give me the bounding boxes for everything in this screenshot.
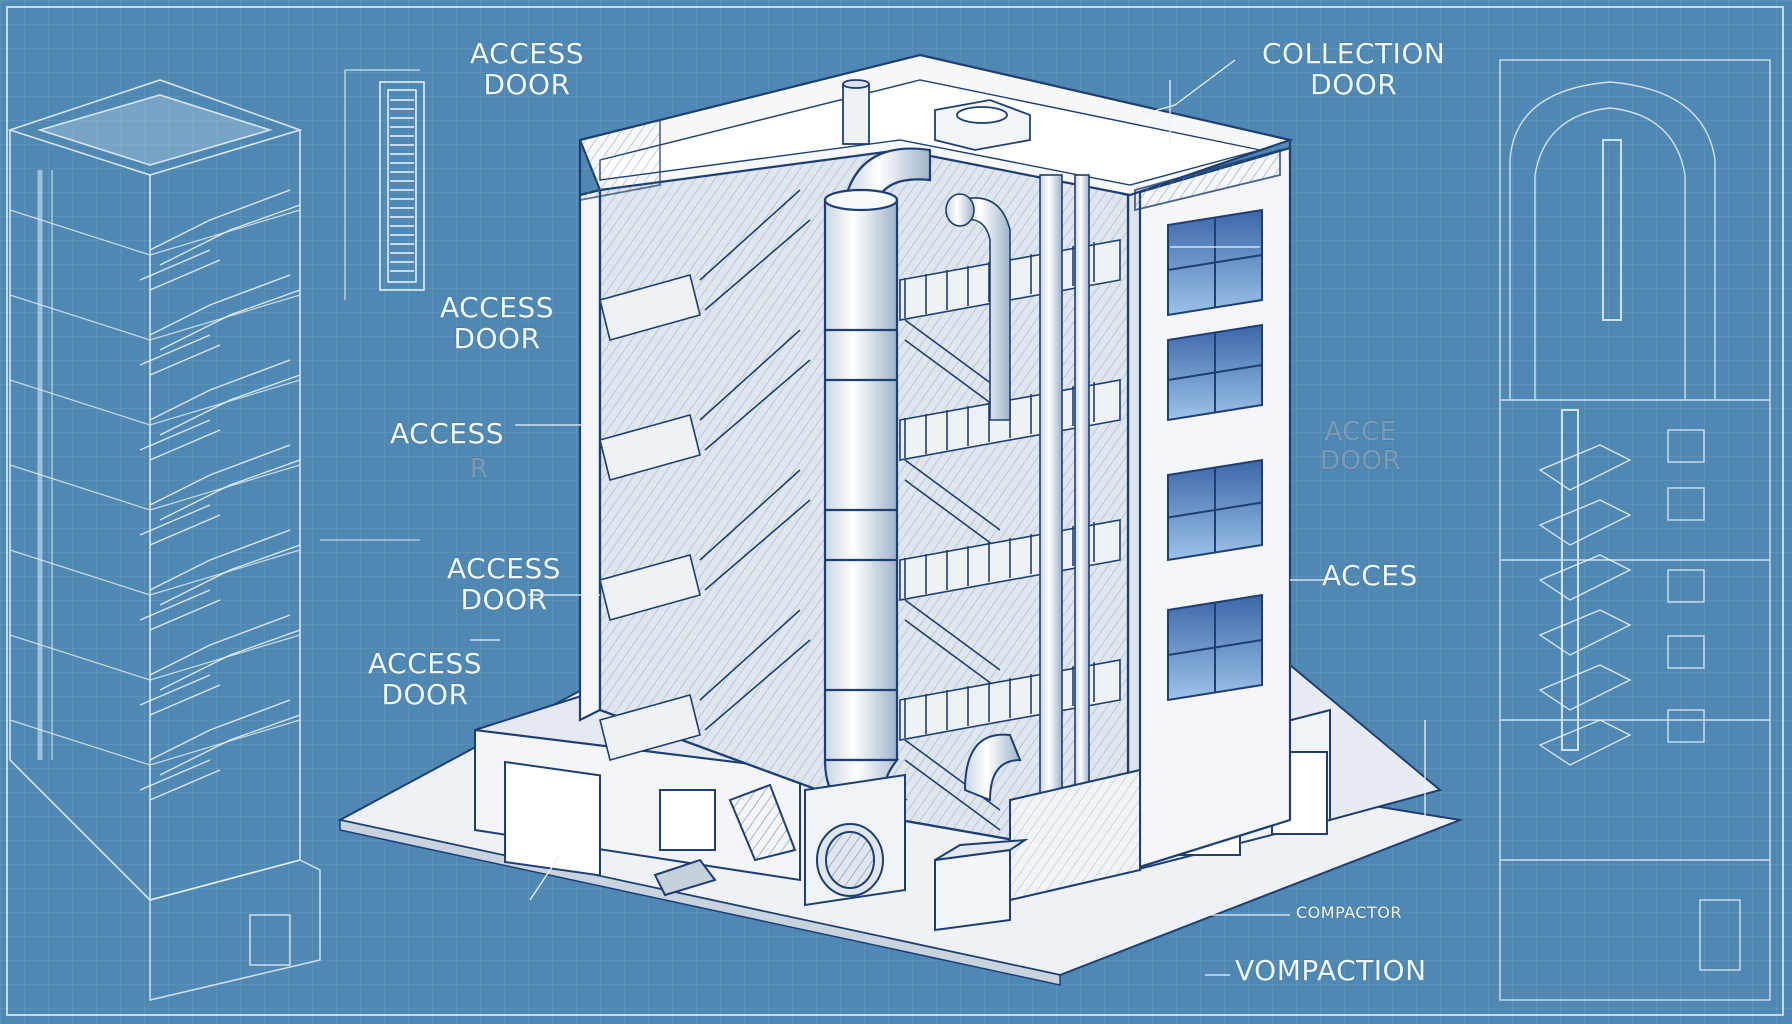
left-floor-line	[9, 379, 301, 426]
left-floor-line	[9, 549, 301, 596]
label-access-door-4: ACCESS DOOR	[447, 552, 562, 617]
compactor-unit	[653, 733, 1141, 932]
right-elevation-stairs	[1538, 444, 1632, 766]
left-stair-run	[149, 699, 301, 776]
left-tower-floors	[9, 209, 301, 766]
label-access-3: ACCESS	[390, 417, 505, 450]
left-stair-run	[149, 444, 301, 521]
label-acces-right: ACCES	[1322, 559, 1418, 592]
right-stair-flight	[1538, 499, 1632, 546]
left-floor-line	[9, 209, 301, 256]
left-floor-line	[9, 719, 301, 766]
left-stair-run	[149, 529, 301, 606]
right-stair-flight	[1538, 554, 1632, 601]
stair-landing-left	[599, 694, 701, 761]
label-access-3-ghost: R	[470, 454, 489, 484]
left-stair-rail	[139, 589, 221, 631]
left-floor-line	[9, 294, 301, 341]
right-stair-flight	[1538, 444, 1632, 491]
right-stair-flight	[1538, 719, 1632, 766]
label-access-door-top: ACCESS DOOR	[470, 37, 585, 102]
stair-landing-left	[599, 414, 701, 481]
label-access-door-2: ACCESS DOOR	[440, 291, 555, 356]
left-tower-sketch	[7, 79, 303, 901]
label-access-door-5: ACCESS DOOR	[368, 647, 483, 712]
right-stair-flight	[1538, 664, 1632, 711]
left-stair-rail	[139, 419, 221, 461]
window	[1167, 323, 1263, 422]
blueprint-border	[6, 6, 1784, 1016]
stair-flight-left	[699, 329, 811, 451]
left-stair-run	[149, 274, 301, 351]
interior-pipes	[945, 174, 1090, 816]
left-stair-run	[149, 359, 301, 436]
leader-lines	[320, 59, 1426, 976]
window	[1167, 458, 1263, 562]
stair-flight-left	[699, 469, 811, 591]
stair-flight-right	[904, 459, 1001, 551]
left-stair-rail	[139, 759, 221, 801]
stair-landing-left	[599, 554, 701, 621]
left-stair-rail	[139, 674, 221, 716]
window	[1167, 208, 1263, 317]
trash-chute	[823, 147, 932, 822]
right-elevation-sketch	[1499, 59, 1771, 1001]
left-floor-line	[9, 634, 301, 681]
stair-flight-right	[904, 599, 1001, 691]
roof-units	[579, 79, 1281, 212]
label-compactor: COMPACTOR	[1296, 903, 1403, 922]
stair-flight-right	[904, 319, 1001, 411]
left-stair-rail	[139, 504, 221, 546]
left-stair-run	[149, 189, 301, 266]
access-door-symbol	[344, 69, 425, 300]
window	[1167, 593, 1263, 702]
label-ghost-right: ACCE DOOR	[1320, 417, 1402, 477]
left-tower-base	[149, 859, 321, 1001]
tower-windows	[1167, 208, 1263, 702]
stair-flight-left	[699, 189, 811, 311]
stair-landing-left	[599, 274, 701, 341]
right-stair-flight	[1538, 609, 1632, 656]
left-stair-run	[149, 614, 301, 691]
stair-flight-left	[699, 609, 811, 731]
left-stair-rail	[139, 334, 221, 376]
left-stair-rail	[139, 249, 221, 291]
left-floor-line	[9, 464, 301, 511]
label-vompaction: VOMPACTION	[1235, 954, 1427, 987]
label-collection-door: COLLECTION DOOR	[1262, 37, 1446, 102]
left-tower-stairs	[139, 189, 301, 801]
